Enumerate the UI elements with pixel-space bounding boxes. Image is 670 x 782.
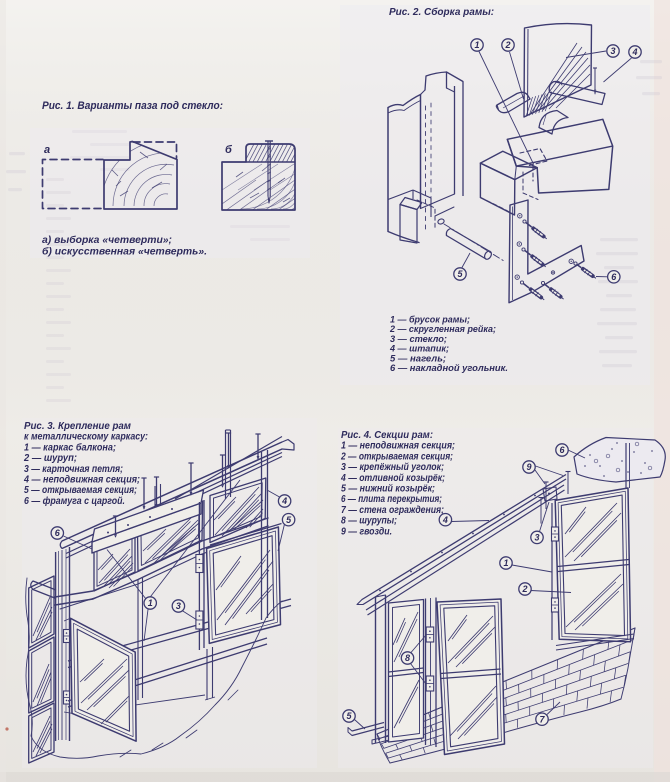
svg-text:б) искусственная «четверть».: б) искусственная «четверть». [42,246,207,258]
svg-text:2 — открываемая секция;: 2 — открываемая секция; [340,451,453,462]
svg-text:4: 4 [631,47,637,57]
svg-text:7 — стена ограждения;: 7 — стена ограждения; [341,505,444,516]
svg-text:2: 2 [521,584,527,594]
svg-text:6 — фрамуга с царгой.: 6 — фрамуга с царгой. [24,496,125,507]
svg-text:Рис. 1. Варианты паза под стек: Рис. 1. Варианты паза под стекло: [42,100,223,112]
svg-text:4 — отливной козырёк;: 4 — отливной козырёк; [340,473,445,484]
svg-text:6 — накладной угольник.: 6 — накладной угольник. [390,363,508,374]
svg-text:3: 3 [610,46,615,56]
svg-text:3 — крепёжный уголок;: 3 — крепёжный уголок; [341,462,444,473]
svg-text:2 — скругленная рейка;: 2 — скругленная рейка; [389,324,496,335]
svg-text:6: 6 [55,528,61,538]
svg-text:1 — каркас балкона;: 1 — каркас балкона; [24,442,116,453]
svg-text:1 — неподвижная секция;: 1 — неподвижная секция; [341,441,455,452]
svg-text:а) выборка «четверти»;: а) выборка «четверти»; [42,234,172,246]
svg-text:3 — карточная петля;: 3 — карточная петля; [24,464,123,475]
svg-text:5: 5 [346,711,352,721]
svg-text:2: 2 [504,40,510,50]
svg-text:Рис. 2. Сборка рамы:: Рис. 2. Сборка рамы: [389,6,494,18]
svg-text:6: 6 [559,445,565,455]
svg-text:5 — открываемая секция;: 5 — открываемая секция; [24,485,137,496]
svg-text:4: 4 [442,515,448,525]
svg-text:6 — плита перекрытия;: 6 — плита перекрытия; [341,494,442,505]
svg-text:3 — стекло;: 3 — стекло; [390,334,447,345]
svg-text:3: 3 [176,601,181,611]
svg-text:6: 6 [611,272,617,282]
svg-text:9 — гвозди.: 9 — гвозди. [341,526,392,537]
svg-text:5 — нагель;: 5 — нагель; [390,353,446,364]
svg-text:1: 1 [474,40,479,50]
svg-text:а: а [44,144,50,156]
svg-text:б: б [225,144,233,156]
svg-text:7: 7 [539,714,545,724]
svg-text:1: 1 [148,598,153,608]
svg-text:5: 5 [286,515,292,525]
svg-text:к металлическому каркасу:: к металлическому каркасу: [24,432,148,443]
svg-text:1 — брусок рамы;: 1 — брусок рамы; [390,315,470,326]
svg-text:2 — шуруп;: 2 — шуруп; [23,453,77,464]
svg-text:1: 1 [503,558,508,568]
svg-text:5: 5 [457,269,463,279]
svg-text:8 — шурупы;: 8 — шурупы; [341,516,397,527]
svg-text:9: 9 [526,462,531,472]
svg-text:Рис. 3. Крепление рам: Рис. 3. Крепление рам [24,421,132,432]
svg-text:4: 4 [281,496,287,506]
svg-text:5 — нижний козырёк;: 5 — нижний козырёк; [341,484,435,495]
svg-text:Рис. 4. Секции рам:: Рис. 4. Секции рам: [341,430,433,441]
svg-text:4 — неподвижная секция;: 4 — неподвижная секция; [23,475,140,486]
svg-text:3: 3 [534,533,539,543]
svg-text:8: 8 [405,653,410,663]
svg-text:4 — штапик;: 4 — штапик; [389,344,449,355]
